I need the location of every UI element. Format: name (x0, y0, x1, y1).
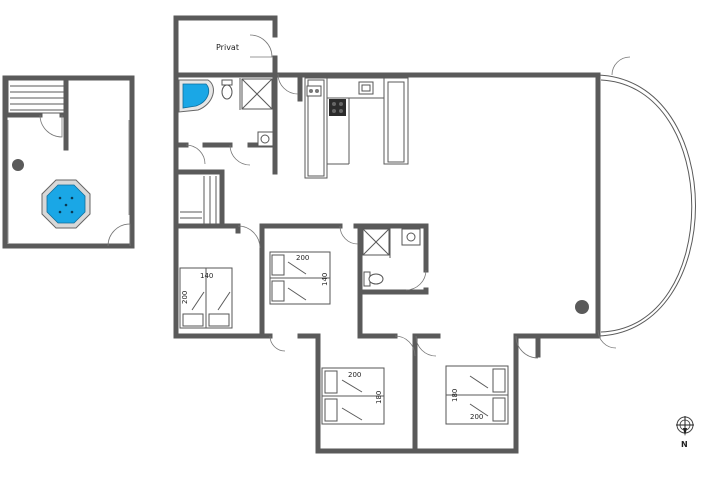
kitchen (304, 77, 409, 179)
bathroom-1 (173, 72, 278, 166)
bed-2-length-label: 200 (296, 254, 309, 262)
bedroom-1: 140 200 (179, 267, 233, 329)
sink-icon (257, 131, 274, 147)
bedroom-2: 200 140 (269, 251, 331, 305)
hall-stairs (180, 176, 217, 224)
private-room: Privat (173, 34, 273, 78)
compass-icon (676, 416, 694, 436)
bed-2-width-label: 140 (321, 273, 329, 286)
living-stove-icon (575, 300, 589, 314)
toilet-2-icon (363, 271, 384, 287)
compass-label: N (681, 440, 688, 449)
double-bed-2 (269, 251, 331, 305)
bed-4-length-label: 200 (470, 413, 483, 421)
spa-annex (2, 75, 135, 249)
bed-4-width-label: 180 (451, 389, 459, 402)
toilet-icon (221, 79, 233, 100)
annex-stove-icon (12, 159, 24, 171)
sink-2-icon (401, 228, 421, 246)
bed-1-width-label: 140 (200, 272, 213, 280)
shower-2-icon (362, 228, 390, 256)
double-bed-3 (321, 367, 385, 425)
shower-icon (241, 78, 273, 110)
double-bed-4 (445, 365, 509, 425)
main-house-walls (173, 15, 601, 454)
bed-3-width-label: 180 (375, 391, 383, 404)
conservatory-glass (597, 56, 696, 337)
kitchen-sink-icon (358, 81, 374, 95)
bedroom-4: 180 200 (445, 365, 509, 425)
hot-tub-icon (41, 179, 91, 229)
double-bed-1 (179, 267, 233, 329)
entry-hall (173, 73, 299, 229)
annex-stairs (10, 85, 64, 111)
bedroom-3: 200 180 (321, 367, 385, 425)
bathroom-2 (362, 228, 427, 291)
stove-icon (329, 99, 346, 116)
bathtub-icon (178, 79, 214, 113)
bed-1-length-label: 200 (181, 291, 189, 304)
appliance-icon (306, 85, 322, 97)
room-label-privat: Privat (216, 43, 239, 52)
bed-3-length-label: 200 (348, 371, 361, 379)
bedroom-wing-walls (173, 223, 617, 454)
